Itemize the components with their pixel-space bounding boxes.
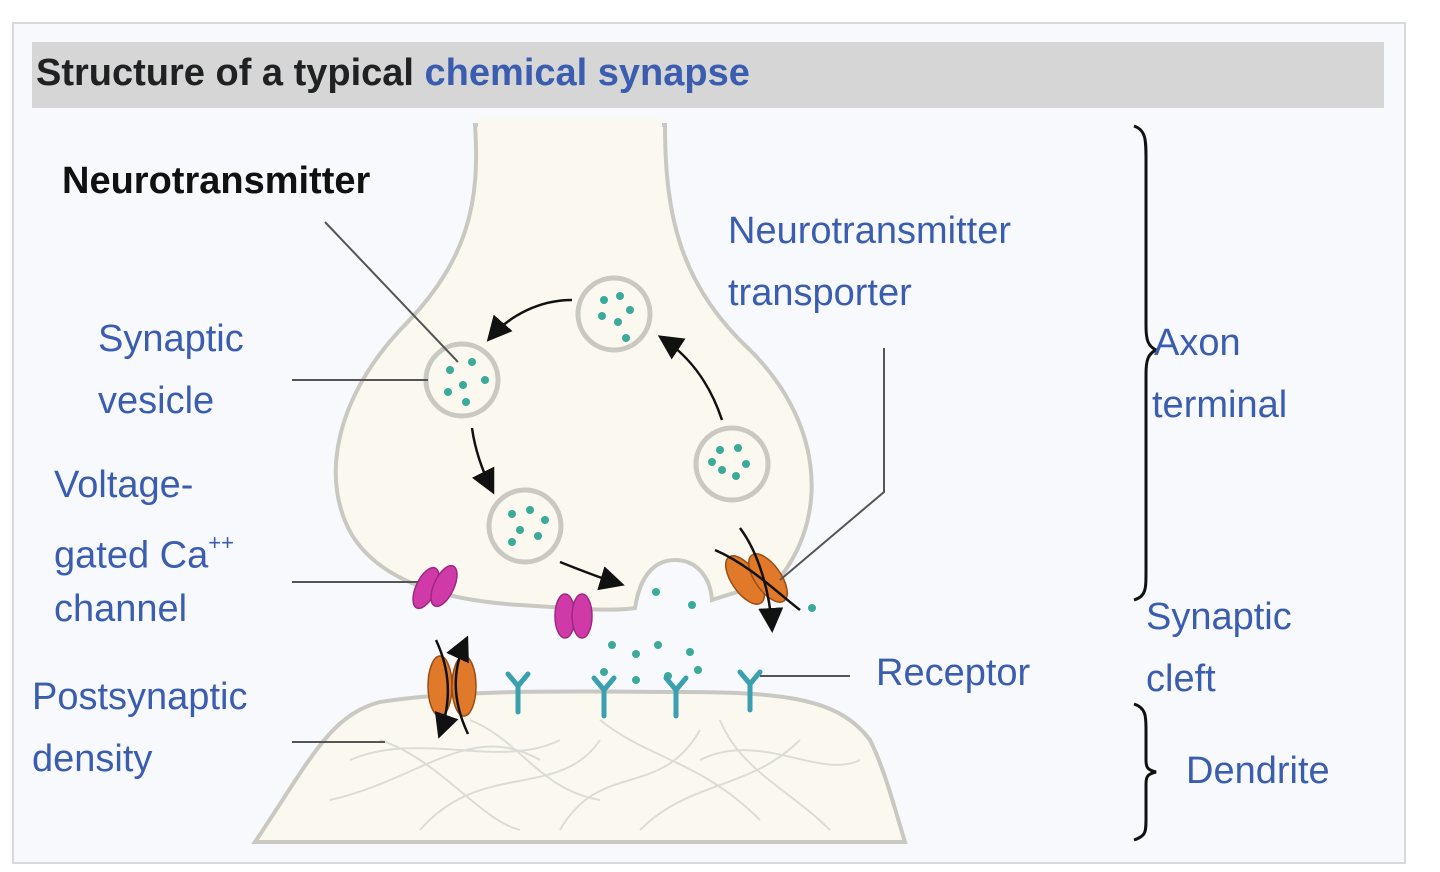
dendrite-shape: [251, 689, 908, 844]
label-vgcc-text: gated Ca: [54, 534, 209, 577]
label-synaptic-vesicle-line1[interactable]: Synaptic: [98, 318, 244, 360]
label-synaptic-vesicle-line2[interactable]: vesicle: [98, 380, 215, 422]
label-vgcc-superscript: ++: [208, 530, 234, 555]
label-vgcc-line1[interactable]: Voltage-: [54, 464, 194, 506]
vesicle-2: [575, 275, 653, 353]
receptor-4: [737, 669, 763, 713]
leader-neurotransmitter: [324, 221, 459, 363]
label-axon-terminal-line2[interactable]: terminal: [1152, 384, 1288, 426]
label-synaptic-cleft-line1[interactable]: Synaptic: [1146, 596, 1292, 638]
ca-channel-2: [554, 593, 593, 639]
figure-caption: Structure of a typical chemical synapse: [36, 52, 750, 95]
label-neurotransmitter: Neurotransmitter: [62, 160, 371, 202]
label-synaptic-cleft-line2[interactable]: cleft: [1146, 658, 1216, 700]
axon-terminal-brace: [1133, 124, 1160, 602]
vesicle-3: [693, 425, 771, 503]
ca-channel-1: [412, 564, 458, 610]
released-neurotransmitter: [600, 588, 816, 684]
receptor-1: [505, 671, 531, 715]
leader-lines: [292, 221, 885, 743]
caption-text: Structure of a typical: [36, 52, 425, 94]
dendrite-brace: [1133, 702, 1157, 842]
braces: [1133, 124, 1160, 842]
vesicle-4: [486, 487, 564, 565]
axon-terminal-shape: [333, 123, 814, 612]
caption-bar: [32, 42, 1384, 108]
leader-transporter: [779, 348, 885, 581]
postsynaptic-density-fibers: [329, 719, 861, 831]
receptor-2: [591, 675, 617, 719]
cycle-arrows: [470, 298, 724, 591]
transporter-channel: [714, 527, 801, 633]
receptor-3: [663, 675, 689, 719]
label-axon-terminal-line1[interactable]: Axon: [1154, 322, 1241, 364]
label-transporter-line1[interactable]: Neurotransmitter: [728, 210, 1011, 252]
label-psd-line1[interactable]: Postsynaptic: [32, 676, 248, 718]
receptors: [505, 669, 763, 719]
vesicle-1: [423, 341, 501, 419]
label-receptor[interactable]: Receptor: [876, 652, 1031, 694]
label-dendrite[interactable]: Dendrite: [1186, 750, 1330, 792]
postsynaptic-ion-channel: [427, 635, 477, 739]
chemical-synapse-link[interactable]: chemical synapse: [424, 52, 750, 94]
label-vgcc-line2[interactable]: gated Ca++: [54, 516, 234, 587]
label-psd-line2[interactable]: density: [32, 738, 153, 780]
synaptic-vesicles: [423, 275, 771, 565]
label-transporter-line2[interactable]: transporter: [728, 272, 912, 314]
label-vgcc-line3[interactable]: channel: [54, 588, 188, 630]
